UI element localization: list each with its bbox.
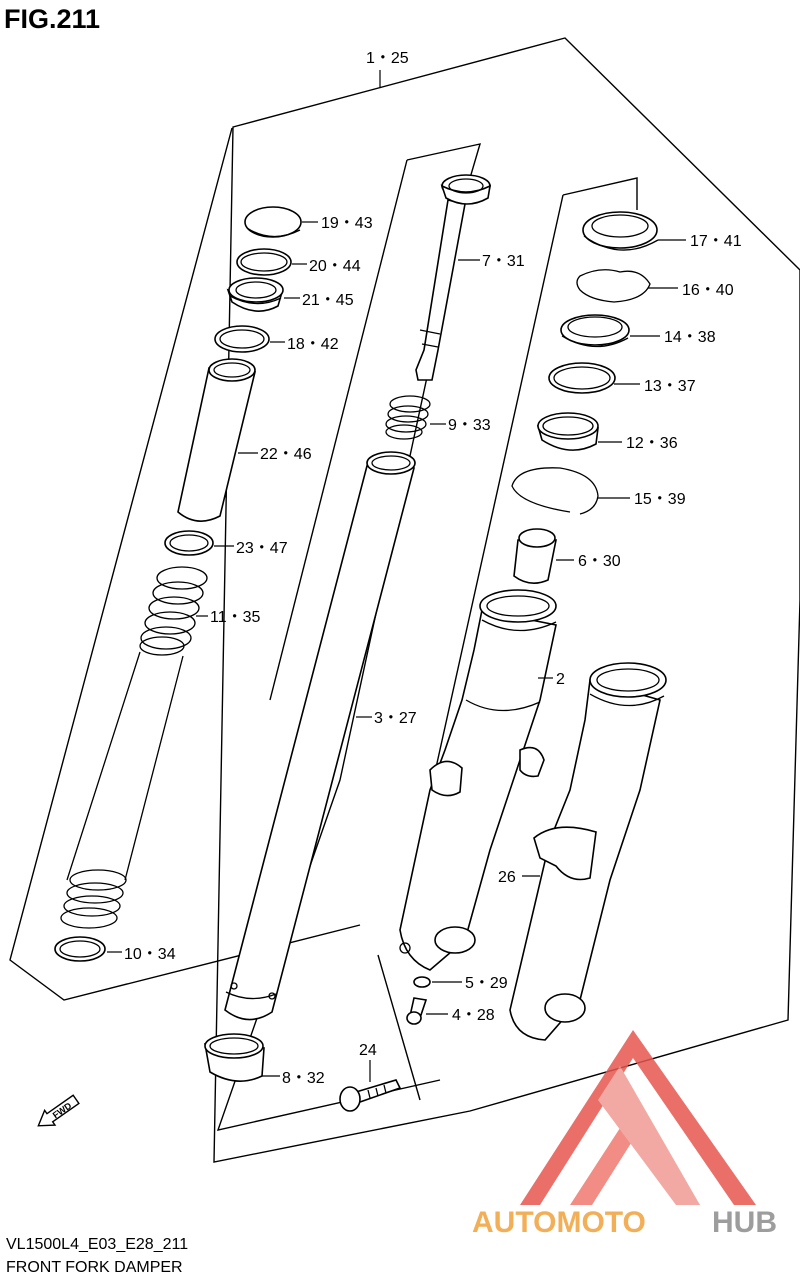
part-21-plug <box>226 277 284 312</box>
assembly-frame-outer <box>213 37 800 1163</box>
callout-13: 13・37 <box>644 378 696 395</box>
callout-26: 26 <box>498 869 516 886</box>
callout-7: 7・31 <box>482 253 525 270</box>
part-14-oil-seal <box>560 314 630 348</box>
callout-19: 19・43 <box>321 215 373 232</box>
assembly-frame-right <box>562 177 638 210</box>
part-22-spacer <box>177 358 256 522</box>
callout-11: 11・35 <box>210 609 261 626</box>
callout-14: 14・38 <box>664 329 716 346</box>
part-8-bushing <box>204 1033 265 1082</box>
callout-21: 21・45 <box>302 292 354 309</box>
callout-12: 12・36 <box>626 435 678 452</box>
figure-title: FIG.211 <box>4 4 101 34</box>
callout-22: 22・46 <box>260 446 312 463</box>
callout-17: 17・41 <box>690 233 742 250</box>
part-6-oil-lock-piece <box>513 528 557 584</box>
part-19-cap <box>244 206 302 238</box>
part-18-ring <box>214 325 270 353</box>
part-5-gasket <box>413 976 431 988</box>
callout-9: 9・33 <box>448 417 491 434</box>
part-4-drain-bolt <box>406 997 428 1025</box>
callout-24: 24 <box>359 1042 377 1059</box>
callout-4: 4・28 <box>452 1007 495 1024</box>
part-23-washer <box>164 530 214 556</box>
part-12-guide-bush <box>536 412 599 451</box>
leader-lines <box>107 70 686 1082</box>
callout-6: 6・30 <box>578 553 621 570</box>
callout-3: 3・27 <box>374 710 417 727</box>
part-3-inner-tube <box>224 451 416 1021</box>
callout-5: 5・29 <box>465 975 508 992</box>
callout-1: 1・25 <box>366 50 409 67</box>
part-13-washer <box>548 362 616 394</box>
frame-bolt-edge <box>377 954 421 1101</box>
automotohub-logo: AUTOMOTO HUB <box>472 1030 777 1239</box>
callout-16: 16・40 <box>682 282 734 299</box>
callout-15: 15・39 <box>634 491 686 508</box>
callout-2: 2 <box>556 671 565 688</box>
logo-text-automoto: AUTOMOTO <box>472 1206 646 1239</box>
part-16-stopper-ring <box>576 269 651 303</box>
part-17-dust-seal <box>582 211 659 251</box>
part-15-circlip <box>511 467 599 515</box>
fwd-arrow-marker: FWD <box>37 1094 80 1127</box>
part-26-outer-tube <box>509 662 667 1041</box>
part-9-rebound-spring <box>385 395 431 440</box>
assembly-frame-left <box>9 127 361 1001</box>
part-24-bolt <box>339 1079 402 1112</box>
figure-caption: FRONT FORK DAMPER <box>6 1259 183 1276</box>
part-11-spring <box>60 566 208 929</box>
part-20-ring <box>236 248 292 276</box>
part-7-damper-rod <box>415 174 492 381</box>
callout-18: 18・42 <box>287 336 339 353</box>
callout-10: 10・34 <box>124 946 176 963</box>
callout-23: 23・47 <box>236 540 288 557</box>
part-2-outer-tube <box>399 589 557 971</box>
part-10-ring <box>54 936 106 962</box>
model-code: VL1500L4_E03_E28_211 <box>6 1236 189 1253</box>
callout-8: 8・32 <box>282 1070 325 1087</box>
callout-20: 20・44 <box>309 258 361 275</box>
logo-text-hub: HUB <box>712 1206 777 1239</box>
frame-mid-left-edge <box>269 159 408 701</box>
